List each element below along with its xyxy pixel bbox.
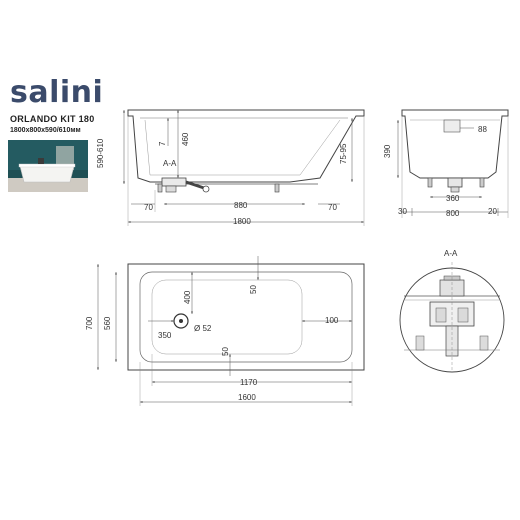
section-label: A-A: [444, 249, 458, 258]
side-view-end-label: 75-95: [339, 143, 348, 164]
top-view-drain-diameter: Ø 52: [194, 324, 212, 333]
side-view-foot-left: 70: [144, 203, 153, 212]
model-name: ORLANDO KIT 180: [10, 114, 95, 124]
section-view: A-A: [399, 249, 505, 373]
end-view-tub-outline: [401, 109, 509, 179]
top-view-inner-width: 560: [103, 316, 112, 330]
side-view-drain-label: A-A: [163, 159, 177, 168]
side-view-feet-span: 880: [234, 201, 248, 210]
top-view-bottom-margin: 50: [221, 347, 230, 356]
side-view-rim-label: 7: [158, 141, 167, 146]
top-view-inner-length: 1170: [240, 378, 258, 387]
brand-logo: salini: [10, 75, 104, 110]
side-view-inner-bowl: [144, 119, 341, 176]
top-view: 700 560 400 50 Ø 52 350 50 100 1170 1600: [85, 256, 365, 406]
end-view-overflow: [443, 119, 461, 133]
end-view-left-offset: 30: [398, 207, 407, 216]
side-view-height-label: 590-610: [96, 138, 105, 168]
section-detail: [404, 262, 500, 372]
top-view-end-margin: 100: [325, 316, 339, 325]
side-view-depth-label: 460: [181, 132, 190, 146]
top-view-bowl-bottom: [151, 279, 303, 355]
end-view-drain-assembly: [447, 177, 463, 193]
model-dimensions: 1800x800x590/610мм: [10, 127, 81, 134]
side-view: 590-610 7 460 A-A 75-95 70 880 70 1800: [96, 109, 365, 226]
end-view-height-label: 390: [383, 144, 392, 158]
top-view-drain-axis: 400: [183, 290, 192, 304]
side-view-tub-outline: [127, 109, 365, 183]
end-view-overflow-label: 88: [478, 125, 487, 134]
top-view-outer-length: 1600: [238, 393, 256, 402]
side-view-total-length: 1800: [233, 217, 251, 226]
top-view-width: 700: [85, 316, 94, 330]
end-view-width: 800: [446, 209, 460, 218]
top-view-drain-offset: 350: [158, 331, 172, 340]
side-view-drain-assembly: [161, 177, 210, 193]
end-view-feet: [427, 177, 485, 188]
top-view-top-margin: 50: [249, 285, 258, 294]
side-view-foot-right: 70: [328, 203, 337, 212]
product-photo: [8, 140, 88, 192]
end-view-right-offset: 20: [488, 207, 497, 216]
side-view-feet: [157, 183, 280, 193]
end-view: 390 88 360 30 800 20: [383, 109, 509, 218]
top-view-drain-core: [179, 319, 183, 323]
end-view-feet-span: 360: [446, 194, 460, 203]
